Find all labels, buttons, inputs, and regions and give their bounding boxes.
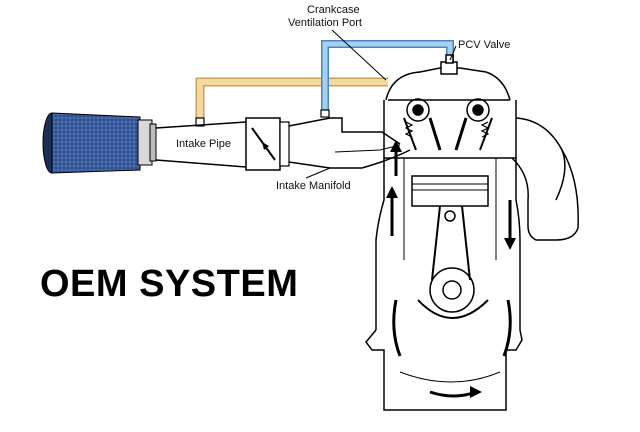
throttle-body-icon	[245, 117, 290, 171]
intake-pipe	[155, 121, 247, 168]
intake-pipe-label: Intake Pipe	[176, 138, 232, 150]
engine-cutaway-icon	[365, 54, 579, 411]
diagram-title: OEM SYSTEM	[40, 263, 299, 305]
leader-lines	[305, 29, 457, 179]
crankcase-port-label-line1: Crankcase	[307, 4, 360, 16]
breather-hose	[195, 77, 388, 127]
pcv-valve-label: PCV Valve	[458, 39, 511, 51]
air-filter-icon	[42, 112, 157, 174]
intake-manifold-label: Intake Manifold	[276, 180, 351, 192]
intake-manifold	[288, 117, 411, 169]
crankcase-port-label-line2: Ventilation Port	[288, 17, 362, 29]
